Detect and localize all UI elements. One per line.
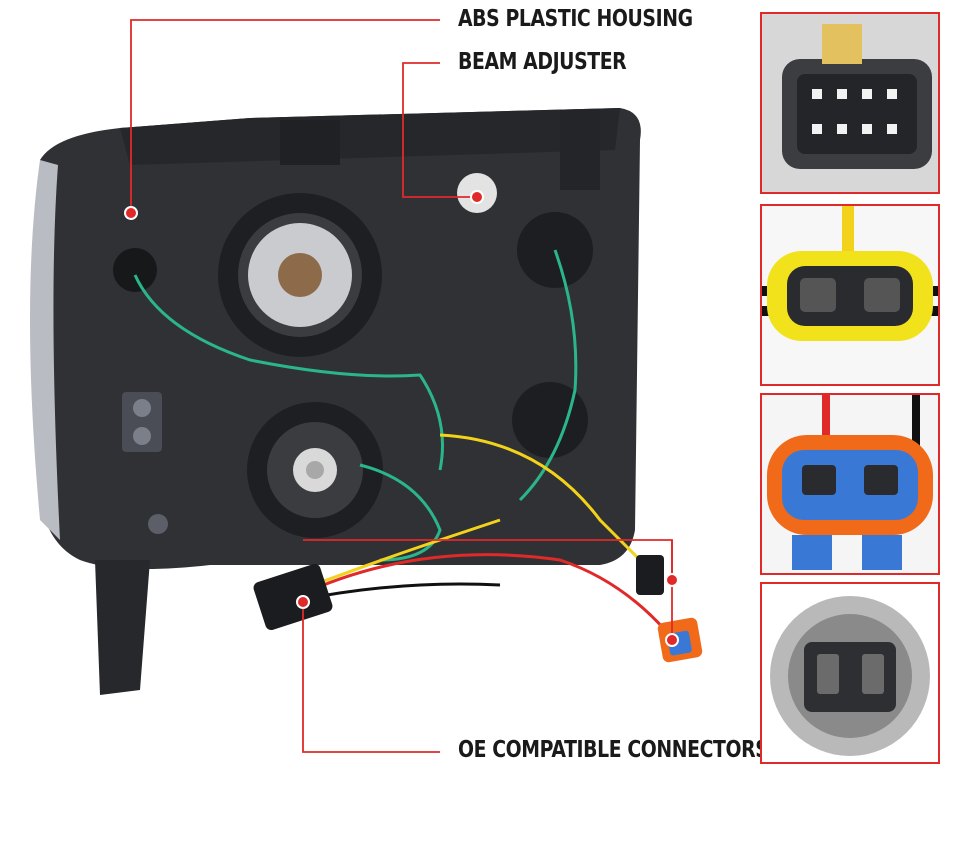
connectors-callout: OE COMPATIBLE CONNECTORS: [458, 737, 769, 763]
harness-connector-black: [253, 563, 333, 631]
inset-yellow-connector: [760, 204, 940, 386]
beam-adjuster-callout: BEAM ADJUSTER: [458, 49, 627, 75]
connectors-leader: [302, 602, 440, 753]
beam-leader: [402, 62, 477, 198]
harness-connector-small: [636, 555, 664, 595]
housing-lens-edge: [30, 160, 60, 540]
inset-bulb-socket: [760, 582, 940, 764]
housing-leader: [130, 19, 440, 213]
mounting-foot: [95, 560, 150, 695]
inset-orange-blue-connector: [760, 393, 940, 575]
inset-8-pin-connector: [760, 12, 940, 194]
housing-callout: ABS PLASTIC HOUSING: [458, 6, 693, 32]
